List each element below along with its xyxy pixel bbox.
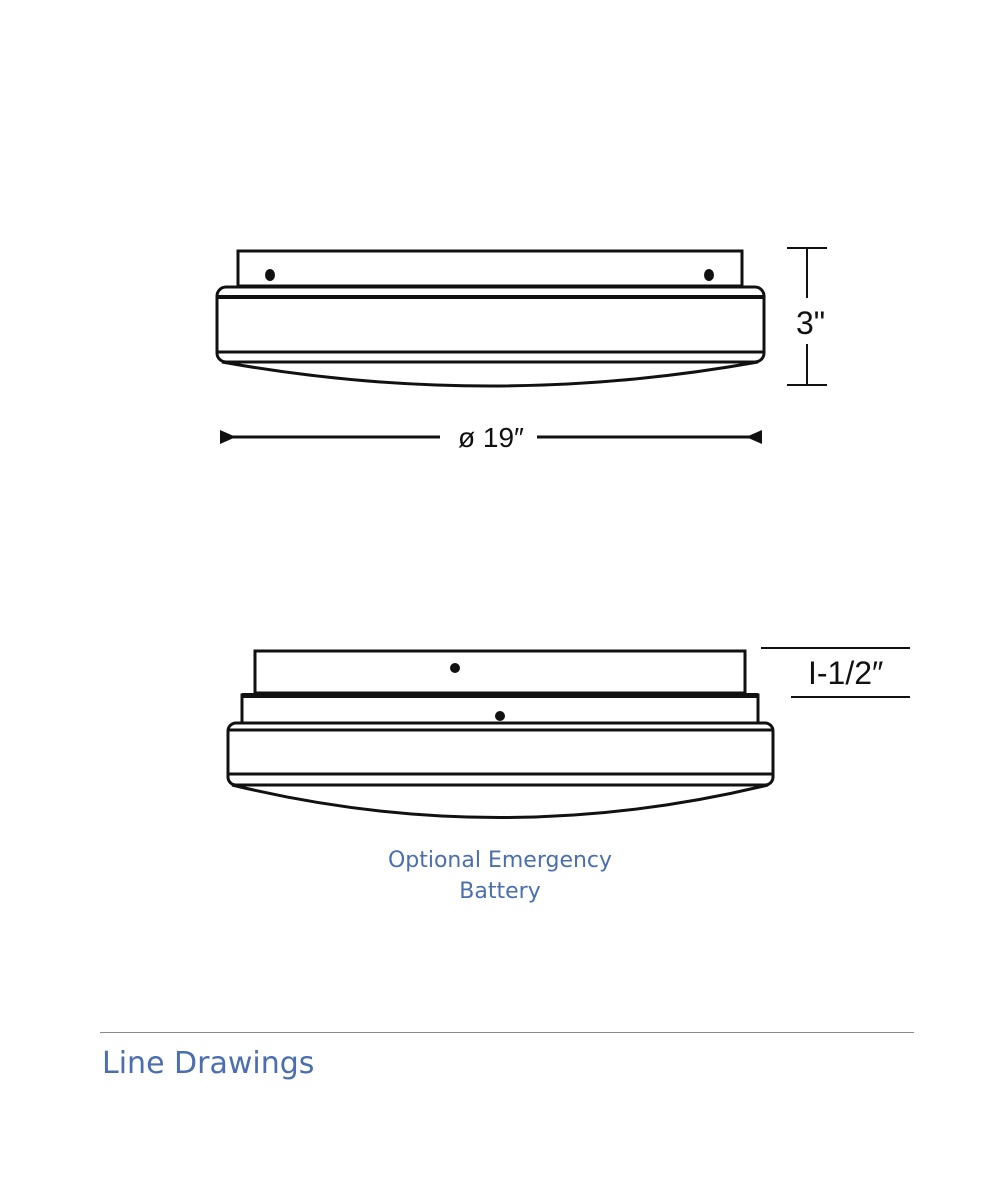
height-dimension (787, 247, 827, 386)
battery-housing (253, 649, 747, 695)
height-label: 3" (796, 305, 825, 341)
screw-hole (265, 269, 275, 281)
screw-hole (450, 663, 460, 673)
diameter-dimension (220, 430, 762, 444)
section-divider (100, 1032, 914, 1033)
fixture-side-view (215, 249, 766, 388)
emergency-battery-caption: Optional Emergency Battery (300, 845, 700, 907)
battery-height-label: I-1/2″ (808, 655, 883, 691)
diameter-label: ø 19″ (458, 422, 524, 453)
fixture-body (215, 285, 766, 364)
lens (231, 783, 769, 819)
fixture-with-battery-side-view (226, 649, 775, 819)
section-title: Line Drawings (102, 1046, 315, 1081)
mounting-plate (236, 249, 744, 288)
caption-line: Battery (459, 879, 541, 904)
screw-hole (495, 711, 505, 721)
screw-hole (704, 269, 714, 281)
caption-line: Optional Emergency (387, 848, 613, 873)
fixture-body (226, 721, 775, 787)
lens (221, 360, 759, 388)
battery-height-dimension (761, 647, 910, 698)
